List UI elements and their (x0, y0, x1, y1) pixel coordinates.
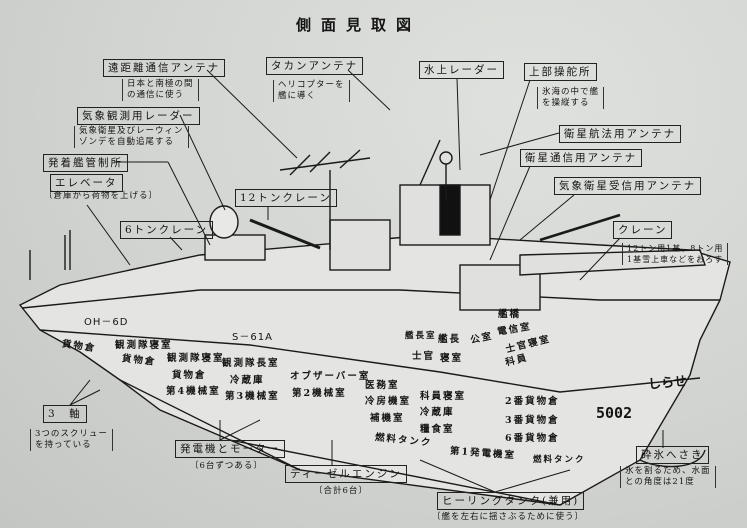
callout-crane-6t: 6トンクレーン (120, 221, 214, 239)
masts-and-antennas (29, 139, 621, 280)
room-crew-quarters: 科員寝室 (420, 391, 467, 402)
callout-crane-12t: 12トンクレーン (235, 189, 337, 207)
room-engine-4: 第4機械室 (166, 386, 221, 397)
room-engine-3: 第3機械室 (225, 391, 280, 402)
note-tacan-antenna: ヘリコプターを 艦に導く (273, 80, 350, 102)
helicopter-s61a-label: S－61A (232, 332, 273, 343)
note-weather-radar: 気象衛星及びレーウィン ゾンデを自動追尾する (74, 126, 189, 148)
callout-long-range-antenna: 遠距離通信アンテナ (103, 59, 226, 77)
room-provisions: 糧食室 (420, 424, 455, 435)
room-team-leader: 観測隊長室 (222, 358, 280, 369)
callout-surface-radar: 水上レーダー (419, 61, 504, 79)
callout-satnav-antenna: 衛星航法用アンテナ (559, 125, 682, 143)
callout-icebreaking-bow: 砕氷へさき (636, 446, 709, 464)
room-engine-2: 第2機械室 (292, 388, 347, 399)
room-team-quarters: 観測隊寝室 (115, 340, 173, 351)
note-long-range-antenna: 日本と南極の間 の通信に使う (122, 79, 199, 101)
callout-flight-control: 発着艦管制所 (43, 154, 128, 172)
room-captain: 艦長室 (405, 331, 437, 341)
page-title: 側面見取図 (296, 16, 422, 34)
room-cargo-hold-2: 2番貨物倉 (505, 396, 560, 407)
note-generator-motor: 〔6台ずつある〕 (190, 461, 263, 471)
callout-heeling-tank: ヒーリングタンク(兼用) (437, 492, 585, 510)
note-crane: 12トン用1基、8トン用 1基雪上車などをおろす (622, 243, 729, 265)
hull-number: 5002 (596, 404, 633, 422)
callout-tacan-antenna: タカンアンテナ (266, 57, 364, 75)
room-captain-2: 艦長 (438, 334, 462, 345)
callout-three-shafts: 3 軸 (43, 405, 87, 423)
room-auxiliary: 補機室 (370, 413, 405, 424)
note-upper-helm: 氷海の中で艦 を操縦する (537, 87, 605, 109)
room-cargo-hold: 貨物倉 (172, 370, 207, 381)
note-three-shafts: 3つのスクリュー を持っている (30, 429, 113, 451)
room-fuel-tank: 燃料タンク (533, 455, 586, 465)
note-diesel-engine: 〔合計6台〕 (314, 486, 368, 496)
callout-weather-sat-antenna: 気象衛星受信用アンテナ (554, 177, 702, 195)
room-officer: 士官 (412, 351, 436, 362)
room-refrigerator: 冷蔵庫 (230, 375, 265, 386)
callout-satcom-antenna: 衛星通信用アンテナ (520, 149, 643, 167)
callout-upper-helm: 上部操舵所 (524, 63, 597, 81)
hull-outline (18, 234, 731, 506)
callout-elevator: エレベータ (50, 174, 123, 192)
note-icebreaking-bow: 氷を割るため、水面 との角度は21度 (620, 466, 716, 488)
room-team-quarters: 観測隊寝室 (167, 353, 225, 364)
ship-name: しらせ (647, 374, 688, 393)
callout-crane: クレーン (613, 221, 673, 239)
room-bridge: 艦橋 (498, 309, 522, 320)
room-cargo-hold-6: 6番貨物倉 (505, 433, 560, 444)
room-quarters: 寝室 (440, 353, 464, 364)
room-refrigerator: 冷蔵庫 (420, 407, 455, 418)
room-aircon: 冷房機室 (365, 396, 412, 407)
room-cargo-hold-3: 3番貨物倉 (505, 415, 560, 426)
note-heeling-tank: 〔艦を左右に揺さぶるために使う〕 (432, 512, 585, 522)
room-observer: オブザーバー室 (290, 371, 371, 382)
room-medical: 医務室 (365, 380, 400, 391)
helicopter-oh6d-label: OH－6D (84, 317, 129, 328)
superstructure (204, 184, 706, 311)
callout-weather-radar: 気象観測用レーダー (77, 107, 200, 125)
callout-diesel-engine: ディーゼルエンジン (285, 465, 407, 483)
callout-generator-motor: 発電機とモーター (175, 440, 285, 458)
note-elevator: 〔倉庫から荷物を上げる〕 (44, 191, 159, 201)
leader-lines (69, 69, 664, 493)
